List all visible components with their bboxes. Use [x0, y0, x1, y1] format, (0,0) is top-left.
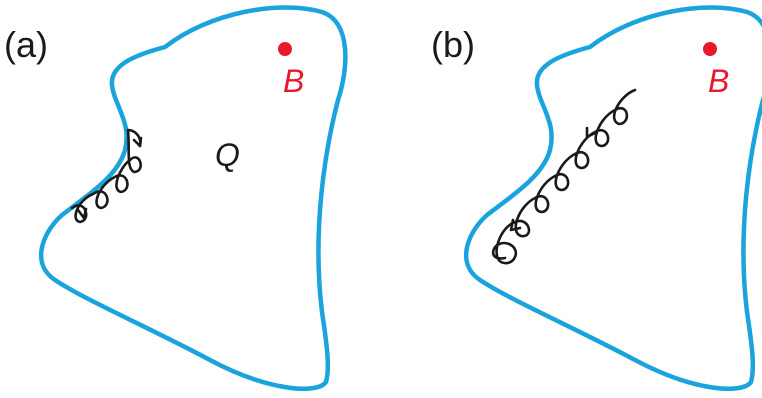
panel-b-point-b: [703, 42, 717, 56]
panel-a: (a) B Q: [4, 7, 345, 388]
panel-b-gluon-curl: [491, 88, 637, 265]
panel-a-point-label: B: [283, 63, 304, 99]
panel-b-point-label: B: [708, 63, 729, 99]
panel-a-label: (a): [4, 24, 48, 65]
panel-a-arrowhead-2: [132, 136, 143, 148]
panel-a-region-label: Q: [215, 137, 240, 173]
panel-b-label: (b): [431, 24, 475, 65]
panel-a-arrowhead-1: [76, 207, 88, 220]
panel-b: (b) B: [431, 7, 762, 388]
panel-b-arrowhead-2: [585, 126, 597, 139]
panel-b-arrowhead-1: [509, 218, 522, 232]
panel-a-point-b: [278, 42, 292, 56]
panel-a-gluon-curl: [70, 128, 142, 224]
